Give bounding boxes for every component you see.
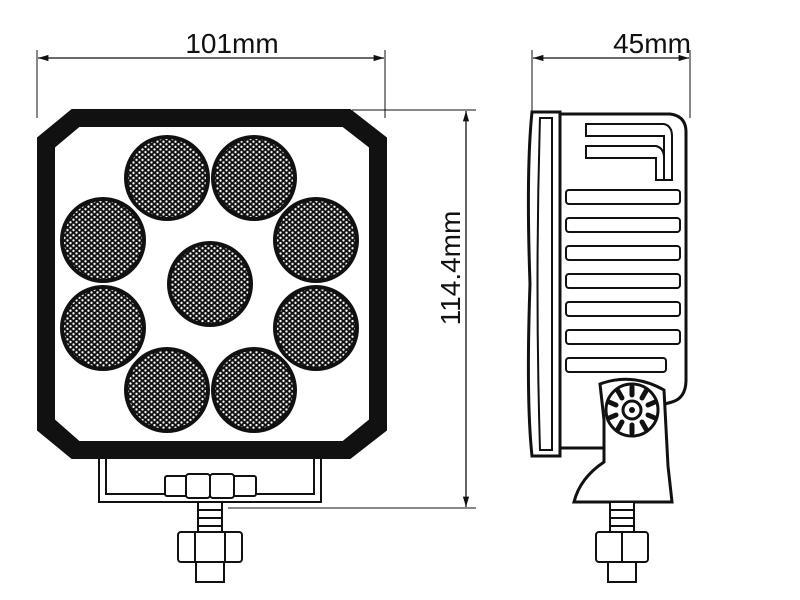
side-view: 45mm	[526, 28, 691, 583]
side-mount	[572, 377, 674, 504]
lens-bottom-right	[211, 347, 297, 433]
lens-center	[167, 241, 253, 327]
front-view: 101mm	[36, 28, 387, 583]
depth-label: 45mm	[613, 28, 691, 59]
lens-group	[60, 135, 359, 433]
side-bolt	[595, 501, 649, 583]
height-label: 114.4mm	[435, 211, 466, 326]
fin-1	[565, 189, 681, 205]
fin-4	[565, 273, 681, 289]
lens-top-right	[211, 135, 297, 221]
rib-2	[585, 145, 665, 181]
side-fins	[565, 189, 681, 373]
lens-lower-right	[273, 285, 359, 371]
bolt-nut	[177, 531, 243, 563]
lens-upper-right	[273, 197, 359, 283]
adjust-knob-center	[629, 407, 635, 413]
fin-6	[565, 329, 681, 345]
lens-top-left	[124, 135, 210, 221]
side-bolt-tip	[607, 561, 637, 583]
side-bezel	[526, 110, 562, 458]
fin-5	[565, 301, 681, 317]
bolt-tip	[195, 561, 225, 583]
lens-lower-left	[60, 285, 146, 371]
fin-7	[565, 357, 667, 373]
bracket-strap	[98, 457, 322, 503]
fin-2	[565, 217, 681, 233]
lens-bottom-left	[124, 347, 210, 433]
adjust-knob-teeth	[606, 384, 658, 436]
width-dimension: 101mm	[36, 28, 386, 118]
lens-upper-left	[60, 197, 146, 283]
side-bezel-inner	[536, 117, 553, 451]
front-mounting-bracket	[98, 457, 322, 583]
height-dimension: 114.4mm	[228, 109, 476, 509]
fin-3	[565, 245, 681, 261]
bracket-nut-left	[185, 473, 211, 499]
bracket-nut-right	[209, 473, 235, 499]
width-label: 101mm	[185, 28, 278, 59]
side-upper-ribs	[585, 123, 673, 181]
depth-dimension: 45mm	[531, 28, 691, 118]
